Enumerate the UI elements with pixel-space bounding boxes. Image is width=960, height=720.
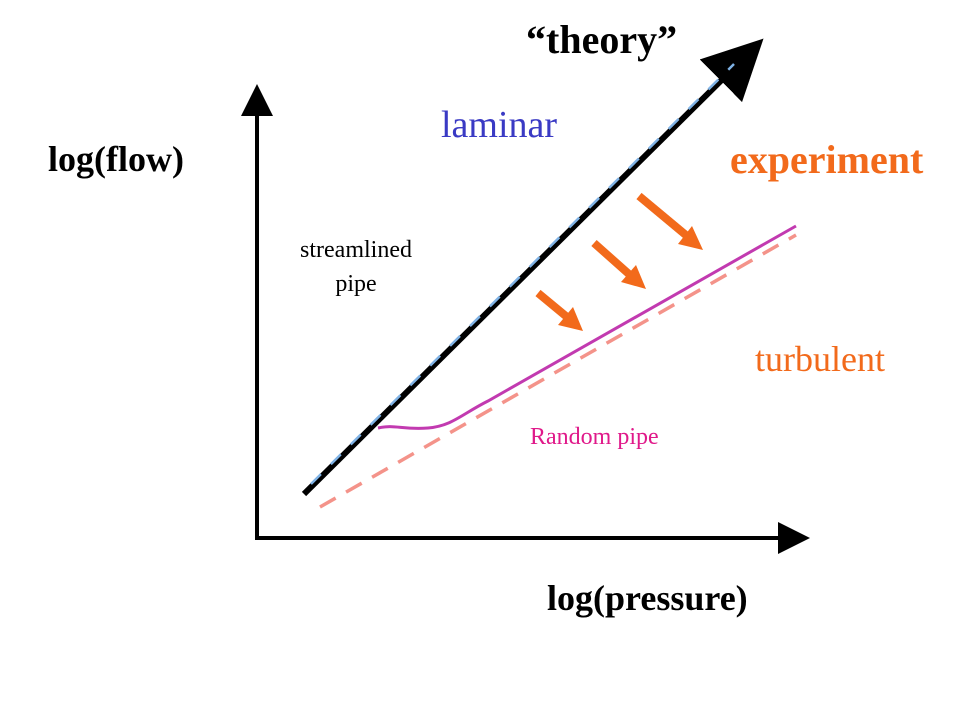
random-pipe-label: Random pipe: [530, 424, 659, 450]
x-axis-label: log(pressure): [547, 578, 748, 618]
y-axis-label: log(flow): [48, 139, 184, 179]
shift-arrow-1: [535, 289, 583, 331]
laminar-label: laminar: [441, 104, 558, 146]
turbulent-label: turbulent: [755, 339, 885, 379]
shift-arrow-3: [636, 192, 703, 250]
shift-arrows: [535, 192, 703, 331]
turbulent-asymptote-line: [319, 233, 797, 509]
streamlined-label-line2: pipe: [335, 271, 377, 297]
experiment-curve: [377, 224, 797, 430]
streamlined-label-line1: streamlined: [300, 237, 412, 263]
experiment-label: experiment: [730, 137, 924, 182]
theory-label: “theory”: [526, 17, 678, 62]
shift-arrow-2: [591, 240, 646, 289]
theory-line: [301, 38, 764, 497]
streamlined-pipe-label: streamlined pipe: [286, 233, 426, 301]
